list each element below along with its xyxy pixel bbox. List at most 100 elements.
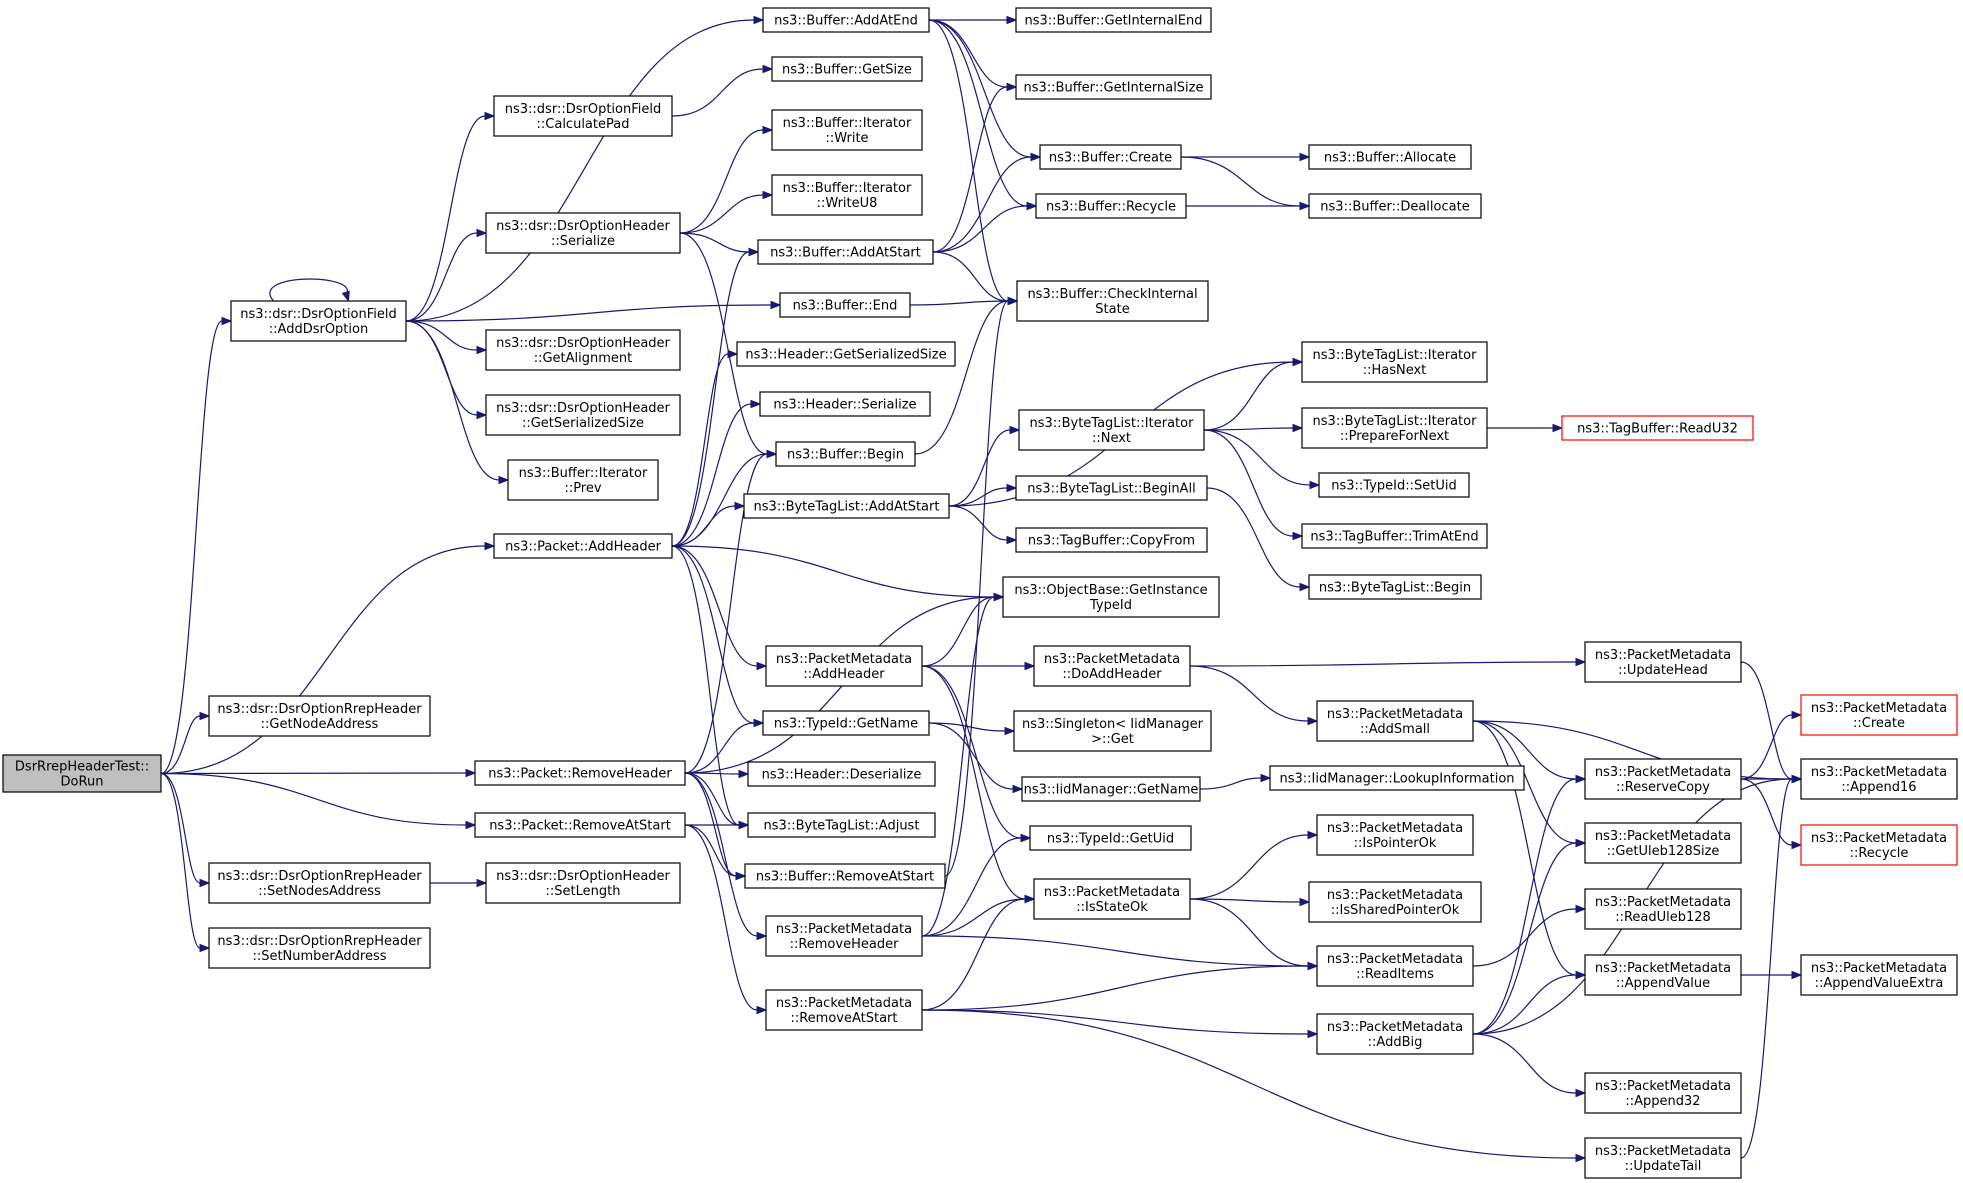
node-btl-iter-prepare[interactable]: ns3::ByteTagList::Iterator::PrepareForNe… xyxy=(1301,407,1488,449)
node-iter-prev[interactable]: ns3::Buffer::Iterator::Prev xyxy=(507,459,659,501)
node-buf-recycle[interactable]: ns3::Buffer::Recycle xyxy=(1035,193,1187,219)
node-label-line: ns3::Buffer::Iterator xyxy=(783,181,912,196)
node-pm-append32[interactable]: ns3::PacketMetadata::Append32 xyxy=(1584,1072,1742,1114)
edge-root-to-rrep-get-node-addr xyxy=(160,711,211,775)
node-buf-allocate[interactable]: ns3::Buffer::Allocate xyxy=(1308,144,1472,170)
node-remove-header-pkt[interactable]: ns3::Packet::RemoveHeader xyxy=(474,760,686,786)
node-label-line: ::Append32 xyxy=(1625,1094,1700,1109)
node-buf-create[interactable]: ns3::Buffer::Create xyxy=(1039,144,1182,170)
node-label-line: ns3::ByteTagList::AddAtStart xyxy=(754,500,940,515)
node-label-line: ns3::IidManager::GetName xyxy=(1024,783,1199,798)
node-pm-read-uleb128[interactable]: ns3::PacketMetadata::ReadUleb128 xyxy=(1584,888,1742,930)
node-btl-iter-next[interactable]: ns3::ByteTagList::Iterator::Next xyxy=(1018,409,1205,451)
edge-add-header-pkt-to-buf-add-at-start xyxy=(671,247,760,547)
node-label-line: ns3::Header::GetSerializedSize xyxy=(745,348,946,363)
node-label-line: ::ReadUleb128 xyxy=(1615,910,1711,925)
node-pm-update-head[interactable]: ns3::PacketMetadata::UpdateHead xyxy=(1584,641,1742,683)
node-tb-copy-from[interactable]: ns3::TagBuffer::CopyFrom xyxy=(1015,527,1208,553)
node-iter-write[interactable]: ns3::Buffer::Iterator::Write xyxy=(771,109,923,151)
node-iid-get-name[interactable]: ns3::IidManager::GetName xyxy=(1021,776,1201,802)
node-singleton-get[interactable]: ns3::Singleton< IidManager>::Get xyxy=(1013,710,1212,752)
node-opt-set-length[interactable]: ns3::dsr::DsrOptionHeader::SetLength xyxy=(485,862,681,904)
node-type-set-uid[interactable]: ns3::TypeId::SetUid xyxy=(1318,472,1470,498)
node-type-get-uid[interactable]: ns3::TypeId::GetUid xyxy=(1029,825,1192,851)
node-iid-lookup[interactable]: ns3::IidManager::LookupInformation xyxy=(1269,765,1525,791)
node-box xyxy=(759,391,931,417)
node-box xyxy=(208,695,431,737)
node-rrep-set-number-addr[interactable]: ns3::dsr::DsrOptionRrepHeader::SetNumber… xyxy=(208,927,431,969)
node-opt-serialize[interactable]: ns3::dsr::DsrOptionHeader::Serialize xyxy=(485,212,681,254)
node-buf-begin[interactable]: ns3::Buffer::Begin xyxy=(775,441,916,467)
node-opt-get-ser-size[interactable]: ns3::dsr::DsrOptionHeader::GetSerialized… xyxy=(485,394,681,436)
node-remove-at-start-pkt[interactable]: ns3::Packet::RemoveAtStart xyxy=(474,812,686,838)
node-pm-append-value[interactable]: ns3::PacketMetadata::AppendValue xyxy=(1584,954,1742,996)
node-root[interactable]: DsrRrepHeaderTest::DoRun xyxy=(2,754,162,793)
node-pm-is-state-ok[interactable]: ns3::PacketMetadata::IsStateOk xyxy=(1033,878,1191,920)
node-pm-reserve-copy[interactable]: ns3::PacketMetadata::ReserveCopy xyxy=(1584,758,1742,800)
node-hdr-get-ser-size[interactable]: ns3::Header::GetSerializedSize xyxy=(736,341,956,367)
node-label-line: ns3::Packet::RemoveHeader xyxy=(488,767,672,782)
node-pm-do-add-header[interactable]: ns3::PacketMetadata::DoAddHeader xyxy=(1033,645,1191,687)
node-tb-read-u32[interactable]: ns3::TagBuffer::ReadU32 xyxy=(1561,415,1754,441)
node-label-line: ns3::Header::Deserialize xyxy=(762,768,922,783)
node-btl-iter-has-next[interactable]: ns3::ByteTagList::Iterator::HasNext xyxy=(1301,341,1488,383)
node-hdr-deserialize[interactable]: ns3::Header::Deserialize xyxy=(747,761,936,787)
node-buf-end[interactable]: ns3::Buffer::End xyxy=(779,292,911,318)
node-calc-pad[interactable]: ns3::dsr::DsrOptionField::CalculatePad xyxy=(493,95,673,137)
node-pm-add-big[interactable]: ns3::PacketMetadata::AddBig xyxy=(1316,1013,1474,1055)
node-pm-append-value-extra[interactable]: ns3::PacketMetadata::AppendValueExtra xyxy=(1800,954,1958,996)
node-buf-add-at-end[interactable]: ns3::Buffer::AddAtEnd xyxy=(762,7,930,33)
node-buf-deallocate[interactable]: ns3::Buffer::Deallocate xyxy=(1308,193,1482,219)
node-label-line: ns3::PacketMetadata xyxy=(1811,701,1947,716)
node-pm-read-items[interactable]: ns3::PacketMetadata::ReadItems xyxy=(1316,945,1474,987)
node-pm-remove-header[interactable]: ns3::PacketMetadata::RemoveHeader xyxy=(765,915,923,957)
node-opt-get-alignment[interactable]: ns3::dsr::DsrOptionHeader::GetAlignment xyxy=(485,329,681,371)
node-pm-append16[interactable]: ns3::PacketMetadata::Append16 xyxy=(1800,758,1958,800)
node-pm-is-shared-pointer-ok[interactable]: ns3::PacketMetadata::IsSharedPointerOk xyxy=(1308,881,1482,923)
node-buf-remove-at-start[interactable]: ns3::Buffer::RemoveAtStart xyxy=(744,863,946,889)
node-label-line: ns3::Buffer::Begin xyxy=(787,448,904,463)
node-pm-is-pointer-ok[interactable]: ns3::PacketMetadata::IsPointerOk xyxy=(1316,814,1474,856)
node-pm-add-header[interactable]: ns3::PacketMetadata::AddHeader xyxy=(765,645,923,687)
node-pm-remove-at-start[interactable]: ns3::PacketMetadata::RemoveAtStart xyxy=(765,989,923,1031)
node-pm-recycle[interactable]: ns3::PacketMetadata::Recycle xyxy=(1800,824,1958,866)
node-label-line: ::IsSharedPointerOk xyxy=(1331,903,1460,918)
node-pm-get-uleb128-size[interactable]: ns3::PacketMetadata::GetUleb128Size xyxy=(1584,822,1742,864)
node-type-get-name[interactable]: ns3::TypeId::GetName xyxy=(762,710,930,736)
node-btl-begin-all[interactable]: ns3::ByteTagList::BeginAll xyxy=(1015,475,1208,501)
node-rrep-set-nodes-addr[interactable]: ns3::dsr::DsrOptionRrepHeader::SetNodesA… xyxy=(208,862,431,904)
node-box xyxy=(474,760,686,786)
edge-btl-iter-prepare-to-tb-read-u32 xyxy=(1487,423,1564,433)
node-box xyxy=(771,174,923,216)
node-add-header-pkt[interactable]: ns3::Packet::AddHeader xyxy=(493,533,673,559)
node-buf-get-internal-size[interactable]: ns3::Buffer::GetInternalSize xyxy=(1015,74,1212,100)
node-rrep-get-node-addr[interactable]: ns3::dsr::DsrOptionRrepHeader::GetNodeAd… xyxy=(208,695,431,737)
node-tb-trim-at-end[interactable]: ns3::TagBuffer::TrimAtEnd xyxy=(1301,523,1488,549)
node-iter-write-u8[interactable]: ns3::Buffer::Iterator::WriteU8 xyxy=(771,174,923,216)
node-btl-add-at-start[interactable]: ns3::ByteTagList::AddAtStart xyxy=(743,493,950,519)
edge-buf-add-at-start-to-buf-create xyxy=(932,152,1042,253)
node-hdr-serialize[interactable]: ns3::Header::Serialize xyxy=(759,391,931,417)
node-label-line: ns3::Packet::AddHeader xyxy=(505,540,661,555)
node-pm-update-tail[interactable]: ns3::PacketMetadata::UpdateTail xyxy=(1584,1137,1742,1179)
node-box xyxy=(1584,822,1742,864)
edge-buf-create-to-buf-allocate xyxy=(1181,152,1311,162)
edge-add-dsr-option-to-calc-pad xyxy=(405,111,496,322)
node-add-dsr-option[interactable]: ns3::dsr::DsrOptionField::AddDsrOption xyxy=(230,300,407,342)
node-label-line: ::AddBig xyxy=(1368,1035,1423,1050)
node-pm-create[interactable]: ns3::PacketMetadata::Create xyxy=(1800,694,1958,736)
edge-pm-remove-at-start-to-pm-is-state-ok xyxy=(921,894,1036,1011)
edge-type-get-name-to-iid-get-name xyxy=(928,722,1024,794)
node-box xyxy=(747,812,936,838)
node-pm-add-small[interactable]: ns3::PacketMetadata::AddSmall xyxy=(1316,700,1474,742)
node-buf-get-size[interactable]: ns3::Buffer::GetSize xyxy=(771,56,923,82)
node-btl-adjust[interactable]: ns3::ByteTagList::Adjust xyxy=(747,812,936,838)
node-buf-add-at-start[interactable]: ns3::Buffer::AddAtStart xyxy=(757,239,934,265)
node-label-line: ::Recycle xyxy=(1850,846,1909,861)
node-btl-begin[interactable]: ns3::ByteTagList::Begin xyxy=(1308,574,1482,600)
node-box xyxy=(1584,1137,1742,1179)
node-buf-get-internal-end[interactable]: ns3::Buffer::GetInternalEnd xyxy=(1015,7,1212,33)
edge-remove-header-pkt-to-type-get-name xyxy=(684,718,765,774)
